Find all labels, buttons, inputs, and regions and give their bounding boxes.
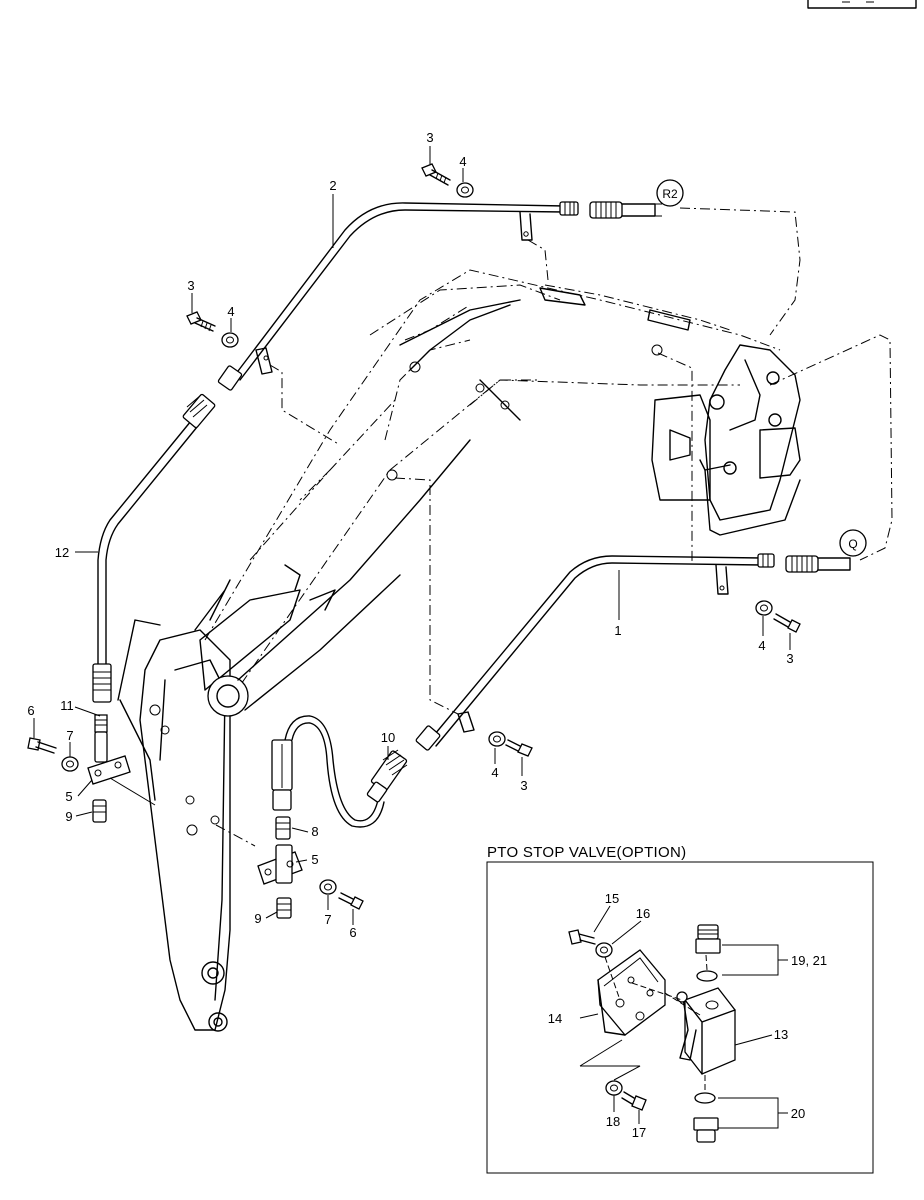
bolt-15: [568, 929, 596, 945]
bolt-3-upper: [421, 163, 451, 186]
bolt-3-mid: [186, 311, 216, 332]
pipe-1: [415, 553, 775, 751]
callout-4-mid: 4: [227, 304, 234, 319]
callout-6-right: 6: [349, 925, 356, 940]
callout-3-bottom: 3: [520, 778, 527, 793]
bolt-3-bottom: [505, 739, 533, 757]
arm-outline: [117, 619, 231, 1032]
clamp-assembly-left: [27, 714, 156, 823]
plate-14: [597, 949, 666, 1036]
boom-foot-pivot: [194, 439, 471, 717]
page-tab: [807, 0, 917, 9]
washer-4-bottom: [488, 731, 506, 747]
callout-16: 16: [636, 906, 650, 921]
boom-outline: [204, 269, 781, 701]
callout-4-right: 4: [758, 638, 765, 653]
washer-4-right: [755, 600, 773, 616]
callout-15: 15: [605, 891, 619, 906]
washer-4-upper: [456, 182, 474, 198]
bolt-3-right: [773, 613, 801, 633]
callout-4-top: 4: [459, 154, 466, 169]
pipe-2: [234, 201, 579, 381]
pto-inset: [486, 861, 874, 1174]
washer-4-mid: [221, 332, 239, 348]
callout-20: 20: [791, 1106, 805, 1121]
label-q: Q: [848, 537, 857, 551]
callout-4-bottom: 4: [491, 765, 498, 780]
washer-16: [595, 942, 613, 958]
inset-title: PTO STOP VALVE(OPTION): [487, 844, 686, 861]
boom-head: [651, 344, 801, 536]
callout-14: 14: [548, 1011, 562, 1026]
callout-5-left: 5: [65, 789, 72, 804]
callout-13: 13: [774, 1027, 788, 1042]
connection-lines: [215, 207, 893, 847]
callout-10: 10: [381, 730, 395, 745]
connection-marker-r2: R2: [656, 179, 684, 207]
callout-9-left: 9: [65, 809, 72, 824]
boom-body: [386, 287, 691, 481]
pipe-2-lower-clamp: [217, 347, 273, 391]
callout-17: 17: [632, 1125, 646, 1140]
callout-12: 12: [55, 545, 69, 560]
washer-18: [605, 1080, 623, 1096]
leader-lines-main: [33, 146, 791, 925]
label-r2: R2: [662, 187, 678, 201]
callout-19-21: 19, 21: [791, 953, 827, 968]
callout-labels: 2 3 4 3 4 12 1 4 3 10 4 3 11 6 7 5 9 8 5…: [27, 130, 827, 1140]
fitting-20: [693, 1092, 719, 1143]
callout-5-right: 5: [311, 852, 318, 867]
leader-lines-inset: [579, 905, 788, 1129]
callout-11: 11: [60, 698, 74, 713]
callout-3-top: 3: [426, 130, 433, 145]
callout-3-right: 3: [786, 651, 793, 666]
bolt-17: [621, 1091, 647, 1111]
callout-7-right: 7: [324, 912, 331, 927]
callout-9-right: 9: [254, 911, 261, 926]
fitting-19-21: [695, 924, 721, 982]
hose-q: [785, 555, 851, 573]
callout-18: 18: [606, 1114, 620, 1129]
callout-7-left: 7: [66, 728, 73, 743]
callout-8: 8: [311, 824, 318, 839]
connection-marker-q: Q: [839, 529, 867, 557]
callout-1: 1: [614, 623, 621, 638]
callout-3-mid: 3: [187, 278, 194, 293]
hose-12: [92, 393, 216, 703]
valve-block-13: [676, 987, 736, 1075]
callout-2: 2: [329, 178, 336, 193]
hose-r2: [589, 201, 662, 219]
clamp-assembly-right: [257, 816, 364, 919]
callout-6-left: 6: [27, 703, 34, 718]
hose-10: [271, 715, 408, 828]
